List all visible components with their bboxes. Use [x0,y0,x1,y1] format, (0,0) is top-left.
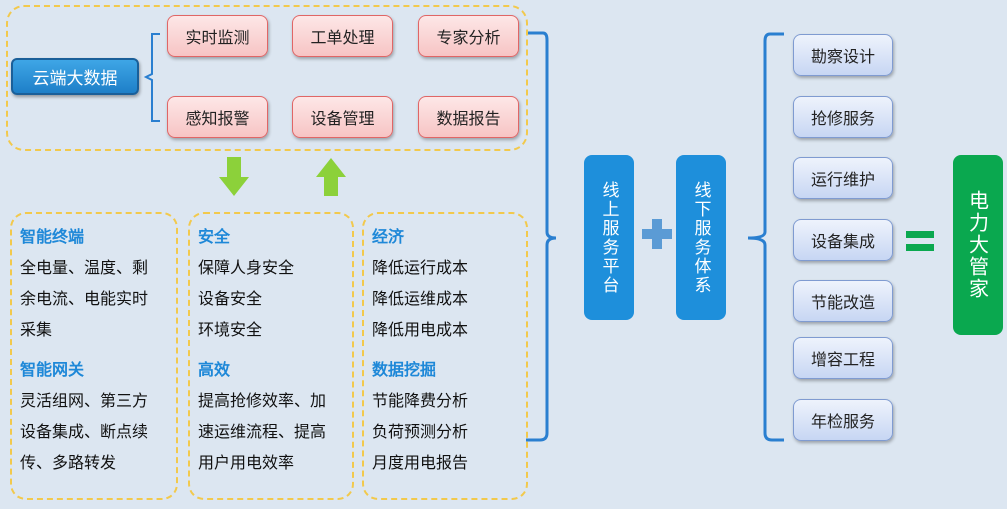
module-realtime-monitoring: 实时监测 [167,15,268,57]
section-title: 智能终端 [20,227,85,246]
module-data-report: 数据报告 [418,96,519,138]
section-line: 提高抢修效率、加 [198,391,327,410]
cloud-brace [143,33,160,122]
section-line: 速运维流程、提高 [198,422,327,441]
service-device-integration: 设备集成 [793,219,893,261]
section-title: 高效 [198,360,231,379]
online-service-platform: 线上服务平台 [584,155,634,320]
left-group-brace [526,31,557,442]
section-title: 智能网关 [20,360,85,379]
section-title: 经济 [372,227,405,246]
service-energy-retrofit: 节能改造 [793,280,893,322]
module-device-management: 设备管理 [292,96,393,138]
panel-terminal: 智能终端 全电量、温度、剩 余电流、电能实时 采集 智能网关 灵活组网、第三方 … [10,212,178,500]
section-line: 月度用电报告 [372,453,469,472]
offline-service-system: 线下服务体系 [676,155,726,320]
section-line: 传、多路转发 [20,453,117,472]
service-survey-design: 勘察设计 [793,34,893,76]
plus-icon-v [652,219,662,249]
section-line: 全电量、温度、剩 [20,258,149,277]
equals-icon-top [906,231,934,238]
section-line: 设备集成、断点续 [20,422,149,441]
service-annual-inspection: 年检服务 [793,399,893,441]
section-line: 灵活组网、第三方 [20,391,149,410]
power-steward-result: 电力大管家 [953,155,1003,335]
module-work-order: 工单处理 [292,15,393,57]
section-line: 保障人身安全 [198,258,295,277]
section-line: 降低运维成本 [372,289,469,308]
section-line: 降低用电成本 [372,320,469,339]
module-sensing-alarm: 感知报警 [167,96,268,138]
section-line: 设备安全 [198,289,263,308]
offline-items-brace [747,32,784,442]
section-line: 负荷预测分析 [372,422,469,441]
panel-economy: 经济 降低运行成本 降低运维成本 降低用电成本 数据挖掘 节能降费分析 负荷预测… [362,212,528,500]
section-line: 节能降费分析 [372,391,469,410]
section-title: 数据挖掘 [372,360,437,379]
panel-safety: 安全 保障人身安全 设备安全 环境安全 高效 提高抢修效率、加 速运维流程、提高… [188,212,354,500]
up-arrow-icon [316,158,346,196]
service-operation-maintenance: 运行维护 [793,157,893,199]
section-line: 用户用电效率 [198,453,295,472]
section-line: 采集 [20,320,53,339]
section-line: 余电流、电能实时 [20,289,149,308]
section-title: 安全 [198,227,231,246]
section-line: 降低运行成本 [372,258,469,277]
equals-icon-bottom [906,244,934,251]
top-module-group [6,5,528,151]
down-arrow-icon [219,157,249,196]
module-expert-analysis: 专家分析 [418,15,519,57]
cloud-big-data-box: 云端大数据 [11,58,139,95]
service-repair: 抢修服务 [793,96,893,138]
service-capacity-expansion: 增容工程 [793,337,893,379]
section-line: 环境安全 [198,320,263,339]
